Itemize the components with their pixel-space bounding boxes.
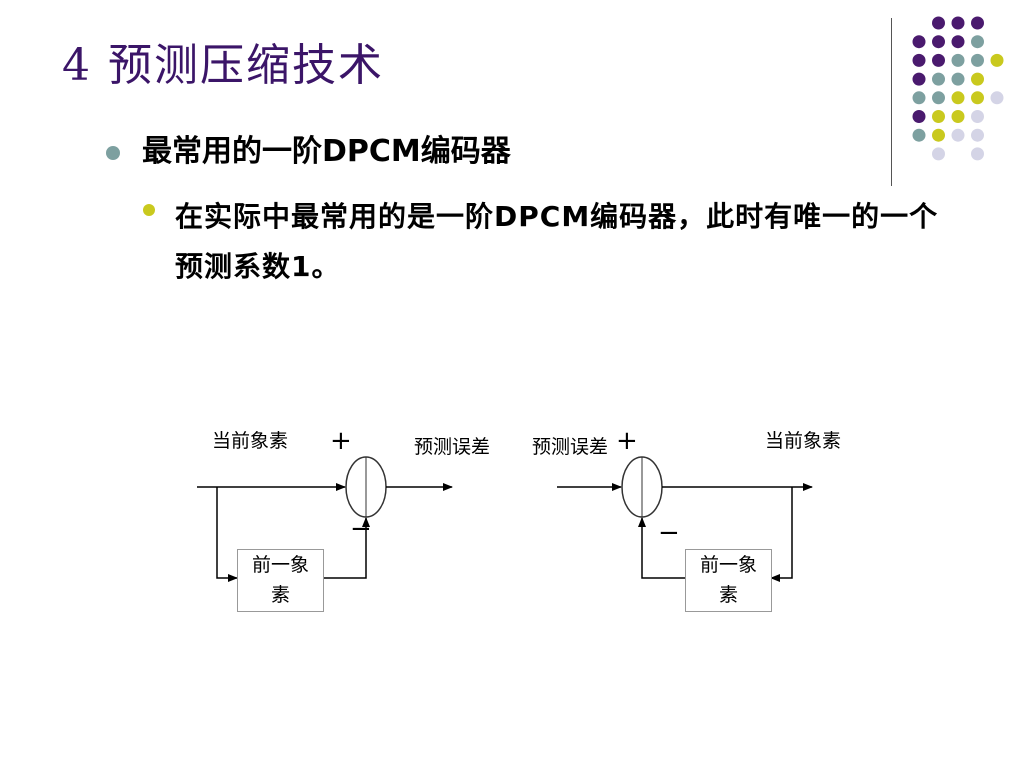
decorative-dot: [912, 128, 926, 142]
decorative-dot: [990, 53, 1004, 67]
encoder-feedback-path-in: [216, 487, 238, 582]
decoder-output-label: 当前象素: [765, 430, 842, 452]
decorative-dot: [971, 16, 984, 30]
decoder-input-label: 预测误差: [532, 436, 609, 458]
decorative-dot: [912, 91, 926, 105]
encoder-input-label: 当前象素: [212, 430, 289, 452]
decorative-dot: [971, 147, 984, 161]
bullet-level2-text: 在实际中最常用的是一阶DPCM编码器，此时有唯一的一个预测系数1。: [175, 200, 939, 283]
slide-title: 4 预测压缩技术: [62, 40, 384, 91]
decorative-dot: [971, 91, 984, 105]
decorative-dot: [932, 110, 945, 123]
encoder-box-label-line1: 前一象: [251, 554, 309, 576]
bullet-level2-icon: [143, 204, 155, 216]
decorative-divider-line: [891, 18, 892, 186]
decorative-dot: [971, 72, 984, 86]
decorative-dot: [990, 91, 1004, 105]
decorative-dot: [951, 91, 965, 105]
decorative-dot: [932, 35, 945, 49]
encoder-output-label: 预测误差: [414, 436, 491, 458]
decoder-feedback-path-out: [638, 517, 685, 579]
decorative-dot-grid: [912, 16, 1004, 161]
decoder-box-label-line2: 素: [718, 584, 738, 606]
decorative-dot: [951, 110, 965, 123]
decorative-dot: [912, 35, 926, 49]
decorative-dot: [951, 72, 965, 86]
decorative-dot: [971, 110, 984, 123]
encoder-box-label-line2: 素: [270, 584, 290, 606]
decorative-dot: [932, 16, 945, 30]
decorative-dot: [951, 16, 965, 30]
decoder-previous-pixel-box: 前一象 素: [685, 549, 772, 612]
bullet-level1-icon: [106, 146, 120, 160]
encoder-minus-sign: −: [350, 514, 372, 544]
encoder-diagram: [197, 456, 453, 582]
decorative-dot: [912, 53, 926, 67]
decoder-feedback-path-in: [770, 487, 793, 582]
decoder-box-label-line1: 前一象: [699, 554, 757, 576]
decorative-dot: [932, 72, 945, 86]
decorative-dot: [951, 35, 965, 49]
decoder-diagram: [557, 456, 813, 582]
encoder-previous-pixel-box: 前一象 素: [237, 549, 324, 612]
decorative-dot: [932, 91, 945, 105]
decorative-dot: [951, 128, 965, 142]
decorative-dot: [932, 53, 945, 67]
decorative-dot: [912, 110, 926, 123]
bullet-level1-text: 最常用的一阶DPCM编码器: [142, 134, 511, 169]
decorative-dot: [971, 53, 984, 67]
decorative-dot: [932, 147, 945, 161]
decoder-plus-sign: +: [616, 426, 638, 456]
decorative-dot: [971, 128, 984, 142]
decoder-minus-sign: −: [658, 518, 680, 548]
decorative-dot: [951, 53, 965, 67]
decorative-dot: [971, 35, 984, 49]
decorative-dot: [932, 128, 945, 142]
encoder-plus-sign: +: [330, 426, 352, 456]
encoder-feedback-path-out: [323, 517, 370, 579]
decorative-dot: [912, 72, 926, 86]
